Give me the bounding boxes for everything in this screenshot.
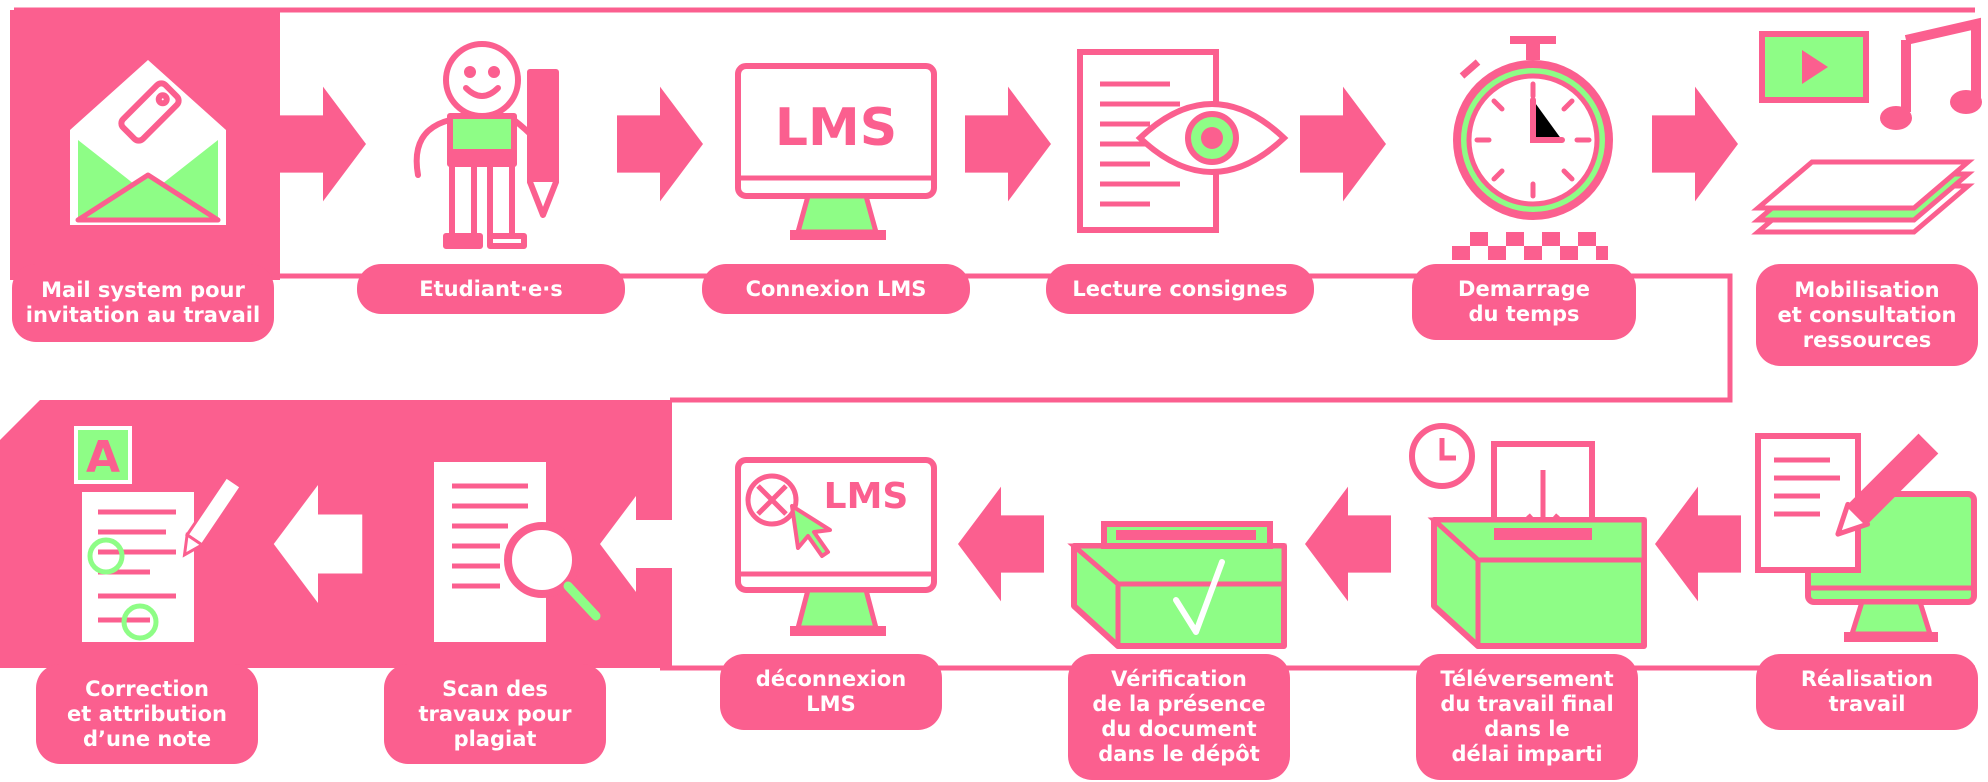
arrow-right-1 — [280, 86, 366, 202]
arrow-right-5 — [1652, 86, 1738, 202]
document-magnifier-icon — [434, 462, 601, 642]
document-eye-icon — [1077, 49, 1289, 233]
arrow-right-3 — [965, 86, 1051, 202]
stopwatch-icon — [1452, 36, 1613, 260]
monitor-lms-icon: LMS — [735, 63, 937, 240]
monitor-logout-icon: LMS — [735, 457, 937, 636]
arrow-left-2 — [1305, 486, 1391, 602]
document-pencil-monitor-icon — [1755, 433, 1977, 642]
arrow-right-4 — [1300, 86, 1386, 202]
graded-document-icon: A — [74, 426, 244, 642]
step-label-instructions: Lecture consignes — [1046, 264, 1314, 314]
media-resources-icon — [1751, 17, 1982, 235]
box-check-icon — [1067, 521, 1287, 649]
lms-screen-text: LMS — [775, 98, 897, 158]
grade-letter: A — [86, 432, 120, 483]
upload-box-clock-icon — [1409, 423, 1647, 649]
arrow-left-1 — [1655, 486, 1741, 602]
student-icon — [413, 41, 559, 249]
arrow-left-3 — [958, 486, 1044, 602]
envelope-icon — [70, 60, 226, 225]
lms-logout-screen-text: LMS — [824, 476, 909, 517]
step-label-lms-login: Connexion LMS — [702, 264, 970, 314]
step-label-students: Etudiant·e·s — [357, 264, 625, 314]
arrow-right-2 — [617, 86, 703, 202]
